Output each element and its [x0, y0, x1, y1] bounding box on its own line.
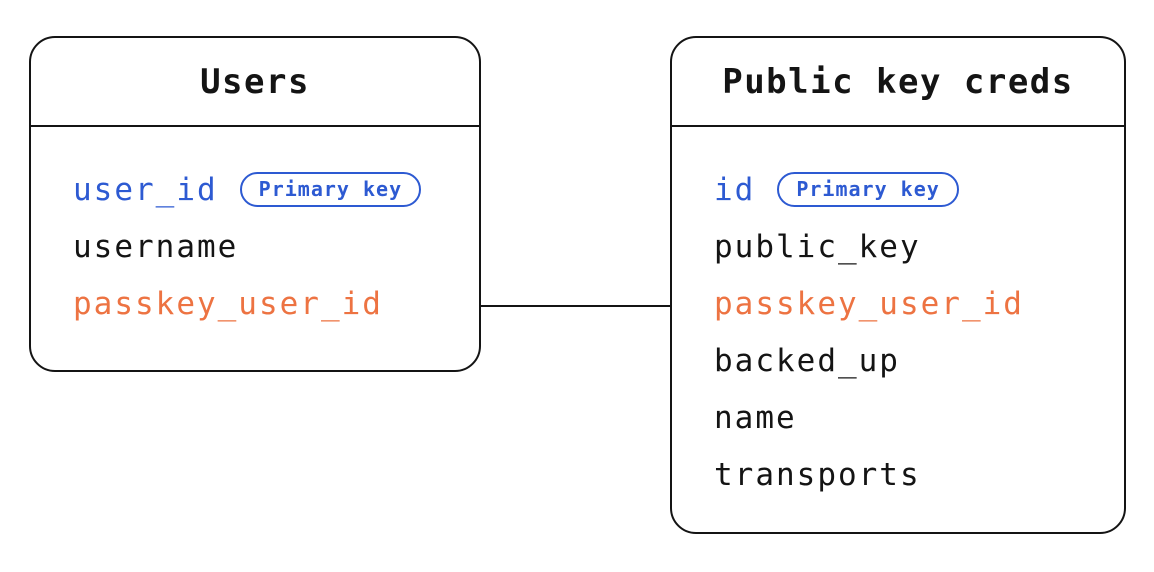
field-name-passkey-user-id: passkey_user_id — [73, 285, 383, 322]
field-name-user-id: user_id — [73, 171, 218, 208]
public-key-creds-table: Public key creds id Primary key public_k… — [670, 36, 1126, 534]
field-name-passkey-user-id: passkey_user_id — [714, 285, 1024, 322]
field-name-id: id — [714, 171, 756, 208]
field-row-passkey-user-id: passkey_user_id — [73, 275, 479, 332]
users-table: Users user_id Primary key username passk… — [29, 36, 481, 372]
field-row-public-key: public_key — [714, 218, 1124, 275]
users-table-body: user_id Primary key username passkey_use… — [31, 127, 479, 332]
field-row-id: id Primary key — [714, 161, 1124, 218]
field-row-username: username — [73, 218, 479, 275]
public-key-creds-table-body: id Primary key public_key passkey_user_i… — [672, 127, 1124, 503]
field-row-name: name — [714, 389, 1124, 446]
field-name-username: username — [73, 228, 239, 265]
primary-key-badge: Primary key — [777, 172, 959, 207]
field-name-public-key: public_key — [714, 228, 921, 265]
users-table-header: Users — [31, 38, 479, 127]
public-key-creds-table-header: Public key creds — [672, 38, 1124, 127]
field-row-passkey-user-id: passkey_user_id — [714, 275, 1124, 332]
field-row-user-id: user_id Primary key — [73, 161, 479, 218]
field-name-name: name — [714, 399, 797, 436]
users-table-title: Users — [200, 61, 310, 102]
public-key-creds-table-title: Public key creds — [722, 61, 1074, 102]
field-name-backed-up: backed_up — [714, 342, 900, 379]
relation-line — [480, 305, 671, 307]
field-row-transports: transports — [714, 446, 1124, 503]
primary-key-badge: Primary key — [239, 172, 422, 207]
field-row-backed-up: backed_up — [714, 332, 1124, 389]
field-name-transports: transports — [714, 456, 921, 493]
